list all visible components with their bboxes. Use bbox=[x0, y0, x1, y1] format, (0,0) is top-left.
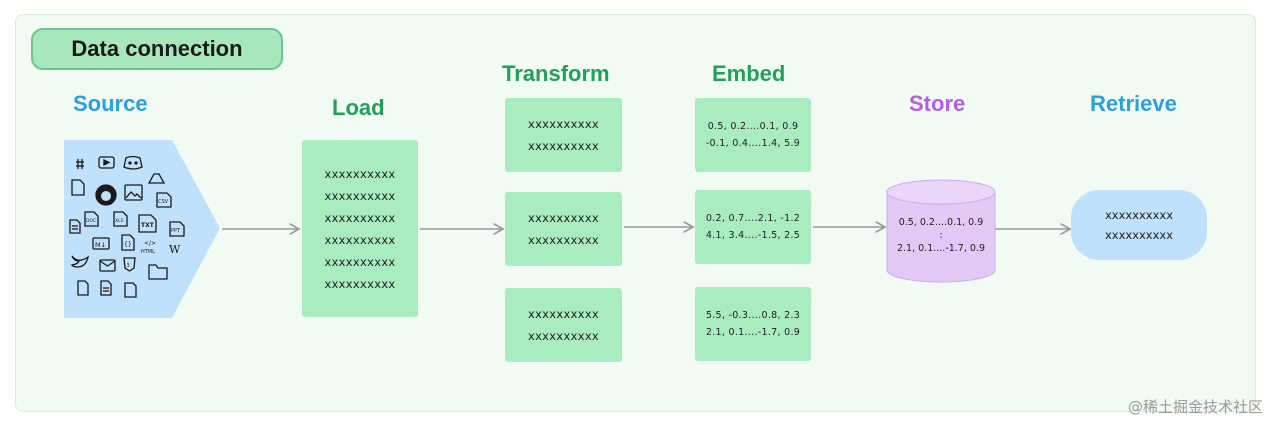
svg-text:</>: </> bbox=[144, 240, 156, 247]
youtube-icon bbox=[98, 156, 115, 169]
html-icon: </> HTML bbox=[141, 240, 156, 255]
drive-icon bbox=[147, 173, 166, 184]
discord-icon bbox=[123, 155, 143, 170]
store-values: 0.5, 0.2....0.1, 0.9 : 2.1, 0.1....-1.7,… bbox=[887, 216, 995, 255]
svg-text:HTML: HTML bbox=[141, 249, 155, 255]
slack-icon bbox=[76, 159, 84, 169]
folder-icon bbox=[148, 264, 168, 280]
doc-icon: XLS bbox=[113, 211, 128, 227]
load-line: xxxxxxxxxx bbox=[324, 188, 396, 203]
embed-line: 5.5, -0.3....0.8, 2.3 bbox=[705, 310, 801, 321]
transform-box: xxxxxxxxxx xxxxxxxxxx bbox=[505, 98, 622, 172]
heading-retrieve: Retrieve bbox=[1090, 91, 1177, 116]
image-icon bbox=[124, 184, 143, 201]
embed-line: 0.2, 0.7....2.1, -1.2 bbox=[705, 213, 801, 224]
embed-box: 0.5, 0.2....0.1, 0.9 -0.1, 0.4....1.4, 5… bbox=[695, 98, 811, 172]
store-line: 0.5, 0.2....0.1, 0.9 bbox=[898, 217, 984, 228]
diagram-title: Data connection bbox=[31, 28, 283, 70]
json-icon: {} bbox=[121, 234, 135, 251]
heading-embed: Embed bbox=[712, 61, 786, 86]
transform-line: xxxxxxxxxx bbox=[527, 329, 600, 343]
transform-box: xxxxxxxxxx xxxxxxxxxx bbox=[505, 288, 622, 362]
email-icon bbox=[99, 259, 116, 272]
embed-line: 0.5, 0.2....0.1, 0.9 bbox=[707, 121, 799, 132]
file-icon bbox=[71, 179, 85, 196]
load-box: xxxxxxxxxx xxxxxxxxxx xxxxxxxxxx xxxxxxx… bbox=[302, 140, 418, 317]
csv-icon: CSV bbox=[156, 192, 172, 208]
load-line: xxxxxxxxxx bbox=[324, 166, 396, 181]
source-icons: CSV DOC XLS TXT PPT M↓ {} </> HTML W 3 bbox=[69, 155, 185, 298]
svg-text:CSV: CSV bbox=[158, 199, 169, 205]
github-icon bbox=[95, 184, 117, 206]
file-icon bbox=[77, 280, 89, 296]
transform-line: xxxxxxxxxx bbox=[527, 211, 600, 225]
wikipedia-icon: W bbox=[169, 243, 181, 256]
watermark: @稀土掘金技术社区 bbox=[1127, 398, 1263, 416]
load-line: xxxxxxxxxx bbox=[324, 232, 396, 247]
source-panel: CSV DOC XLS TXT PPT M↓ {} </> HTML W 3 bbox=[64, 140, 222, 318]
doc-icon bbox=[100, 280, 112, 296]
load-line: xxxxxxxxxx bbox=[324, 210, 396, 225]
transform-line: xxxxxxxxxx bbox=[527, 233, 600, 247]
doc-icon bbox=[69, 219, 81, 234]
doc-icon: DOC bbox=[84, 211, 99, 227]
file-icon bbox=[124, 282, 137, 298]
embed-line: 2.1, 0.1....-1.7, 0.9 bbox=[705, 327, 801, 338]
store-line: : bbox=[939, 230, 943, 241]
load-line: xxxxxxxxxx bbox=[324, 276, 396, 291]
source-shape bbox=[64, 140, 220, 318]
svg-text:DOC: DOC bbox=[86, 218, 96, 224]
svg-text:TXT: TXT bbox=[141, 222, 155, 229]
embed-box: 0.2, 0.7....2.1, -1.2 4.1, 3.4....-1.5, … bbox=[695, 190, 811, 264]
transform-box: xxxxxxxxxx xxxxxxxxxx bbox=[505, 192, 622, 266]
pdf-icon: PPT bbox=[169, 221, 185, 237]
svg-text:W: W bbox=[169, 243, 181, 256]
twitter-icon bbox=[70, 255, 89, 268]
svg-text:3: 3 bbox=[127, 263, 130, 269]
transform-line: xxxxxxxxxx bbox=[527, 139, 600, 153]
store-line: 2.1, 0.1....-1.7, 0.9 bbox=[896, 243, 986, 254]
transform-line: xxxxxxxxxx bbox=[527, 117, 600, 131]
retrieve-line: xxxxxxxxxx bbox=[1104, 228, 1174, 242]
store-cylinder bbox=[886, 179, 996, 283]
heading-load: Load bbox=[332, 95, 385, 120]
heading-source: Source bbox=[73, 91, 148, 116]
retrieve-line: xxxxxxxxxx bbox=[1104, 208, 1174, 222]
embed-line: 4.1, 3.4....-1.5, 2.5 bbox=[705, 230, 801, 241]
svg-text:XLS: XLS bbox=[115, 218, 124, 224]
retrieve-box: xxxxxxxxxx xxxxxxxxxx bbox=[1071, 190, 1207, 260]
heading-transform: Transform bbox=[502, 61, 610, 86]
diagram-panel bbox=[15, 14, 1256, 412]
heading-store: Store bbox=[909, 91, 966, 116]
txt-icon: TXT bbox=[138, 214, 157, 233]
svg-text:M↓: M↓ bbox=[95, 241, 106, 249]
svg-text:{}: {} bbox=[124, 241, 132, 248]
embed-box: 5.5, -0.3....0.8, 2.3 2.1, 0.1....-1.7, … bbox=[695, 287, 811, 361]
css-icon: 3 bbox=[123, 257, 136, 272]
markdown-icon: M↓ bbox=[92, 237, 110, 250]
load-line: xxxxxxxxxx bbox=[324, 254, 396, 269]
embed-line: -0.1, 0.4....1.4, 5.9 bbox=[705, 138, 801, 149]
transform-line: xxxxxxxxxx bbox=[527, 307, 600, 321]
svg-text:PPT: PPT bbox=[171, 228, 181, 234]
